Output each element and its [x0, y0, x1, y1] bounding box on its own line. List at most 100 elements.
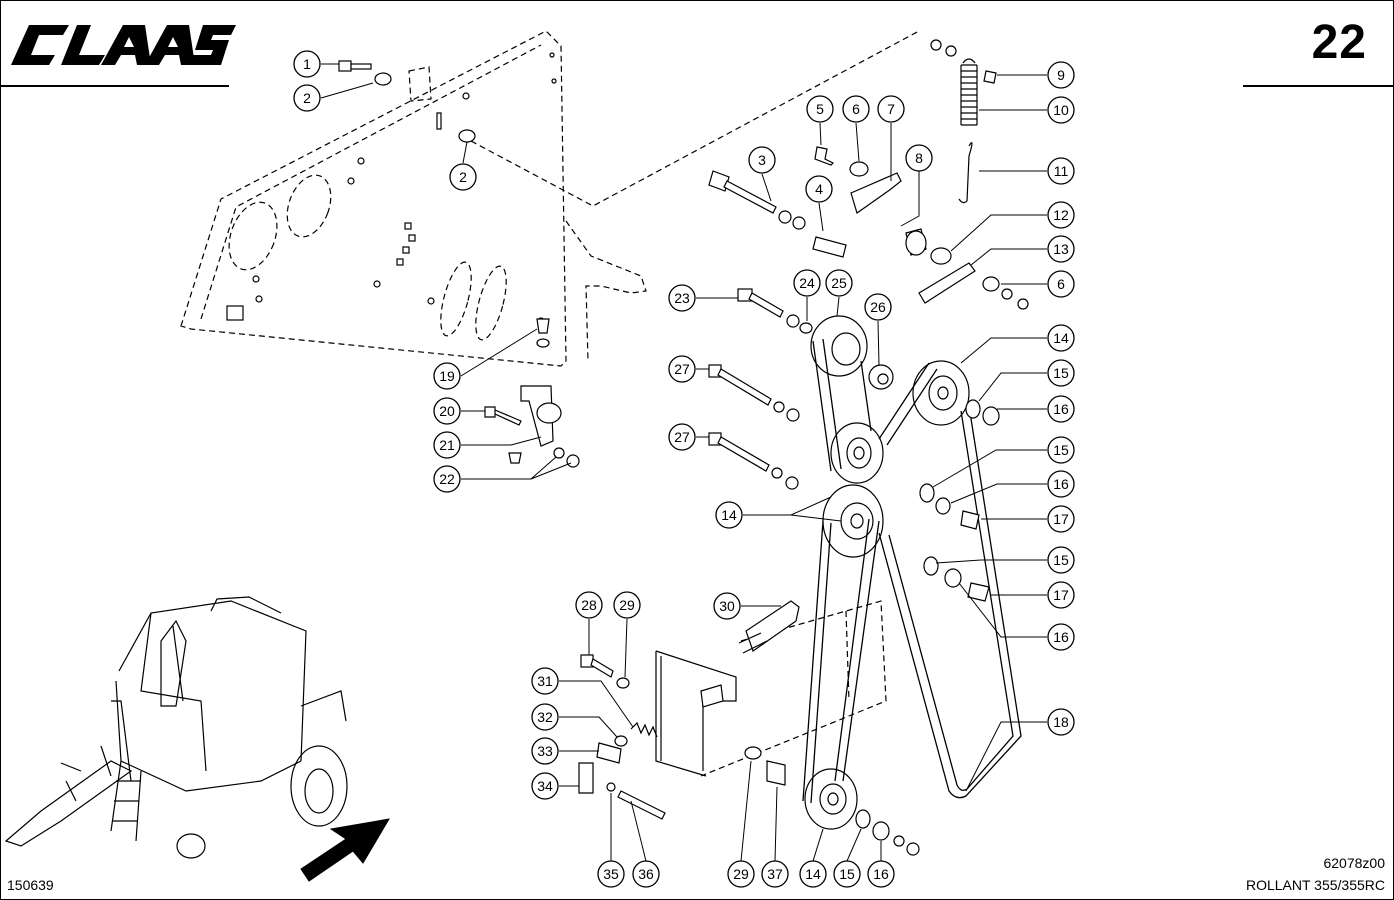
washer-32 [614, 735, 628, 747]
callout-16a: 16 [1047, 395, 1075, 423]
bolt-27a [708, 364, 800, 422]
washer-2b [458, 129, 476, 143]
ring-16a [982, 406, 1000, 426]
svg-text:27: 27 [674, 361, 690, 377]
callout-2b: 2 [449, 163, 477, 191]
callout-29b: 29 [727, 860, 755, 888]
pin-11 [958, 142, 973, 204]
callout-1: 1 [293, 50, 321, 78]
callout-27a: 27 [668, 355, 696, 383]
bolt-28 [580, 654, 630, 689]
callout-18: 18 [1047, 708, 1075, 736]
svg-text:35: 35 [603, 866, 619, 882]
callout-32: 32 [531, 703, 559, 731]
svg-text:14: 14 [1053, 330, 1069, 346]
svg-text:11: 11 [1054, 163, 1069, 179]
callout-11: 11 [1047, 157, 1075, 185]
bolt-1 [338, 60, 372, 72]
washer-29b [744, 746, 762, 760]
callout-31: 31 [531, 667, 559, 695]
sleeve-17b [967, 582, 990, 602]
bearing-15b [919, 483, 935, 503]
svg-text:4: 4 [815, 181, 823, 197]
callout-12: 12 [1047, 201, 1075, 229]
svg-text:28: 28 [581, 597, 597, 613]
mounting-bracket [655, 600, 887, 777]
callout-14b: 14 [715, 501, 743, 529]
svg-text:7: 7 [887, 101, 895, 117]
svg-text:15: 15 [839, 866, 855, 882]
callout-4: 4 [805, 175, 833, 203]
claas-logo [11, 19, 236, 71]
callout-15b: 15 [1047, 436, 1075, 464]
clip-34 [578, 762, 594, 794]
pulley-14c [822, 484, 884, 558]
callout-29a: 29 [613, 591, 641, 619]
callout-9: 9 [1047, 61, 1075, 89]
svg-text:33: 33 [537, 743, 553, 759]
callout-26: 26 [864, 293, 892, 321]
svg-text:14: 14 [721, 507, 737, 523]
svg-text:20: 20 [439, 403, 455, 419]
svg-text:9: 9 [1057, 67, 1065, 83]
page-number: 22 [1311, 16, 1367, 69]
svg-text:29: 29 [619, 597, 635, 613]
svg-text:22: 22 [439, 471, 455, 487]
svg-text:21: 21 [439, 437, 455, 453]
bracket-30 [745, 600, 800, 652]
svg-text:27: 27 [674, 429, 690, 445]
callout-15c: 15 [1047, 546, 1075, 574]
document-number: 150639 [7, 877, 54, 893]
svg-text:30: 30 [719, 598, 735, 614]
callout-21: 21 [433, 431, 461, 459]
callout-13: 13 [1047, 235, 1075, 263]
svg-text:26: 26 [870, 299, 886, 315]
svg-text:6: 6 [852, 101, 860, 117]
pulley-14d [804, 768, 858, 830]
svg-text:16: 16 [1053, 476, 1069, 492]
pulley-14b [830, 422, 884, 484]
svg-text:34: 34 [537, 778, 553, 794]
callout-5: 5 [806, 95, 834, 123]
sleeve-17a [960, 510, 980, 530]
callout-6b: 6 [1047, 270, 1075, 298]
callout-20: 20 [433, 397, 461, 425]
bolt-20 [484, 406, 522, 426]
belt-upper [812, 338, 938, 472]
callout-17b: 17 [1047, 581, 1075, 609]
baler-overview-illustration [4, 596, 348, 859]
spring-31 [630, 721, 658, 738]
callout-2a: 2 [293, 84, 321, 112]
sleeve-4 [812, 236, 847, 258]
header-rule-left [1, 85, 229, 87]
svg-text:14: 14 [805, 866, 821, 882]
svg-text:2: 2 [459, 169, 467, 185]
callout-15a: 15 [1047, 359, 1075, 387]
svg-text:25: 25 [831, 275, 847, 291]
callout-36: 36 [632, 860, 660, 888]
plate-33 [596, 742, 622, 764]
callout-10: 10 [1047, 96, 1075, 124]
dashed-link-line [470, 30, 920, 207]
callout-16c: 16 [1047, 623, 1075, 651]
callout-14c: 14 [799, 860, 827, 888]
svg-text:16: 16 [1053, 401, 1069, 417]
callout-22: 22 [433, 465, 461, 493]
washer-12 [930, 247, 952, 265]
callout-23: 23 [668, 284, 696, 312]
svg-text:36: 36 [638, 866, 654, 882]
direction-arrow-icon [300, 818, 390, 882]
svg-text:16: 16 [1053, 629, 1069, 645]
callout-15d: 15 [833, 860, 861, 888]
model-name: ROLLANT 355/355RC [1245, 877, 1385, 893]
ring-16b [935, 497, 951, 515]
callout-33: 33 [531, 737, 559, 765]
svg-text:16: 16 [873, 866, 889, 882]
svg-text:2: 2 [303, 90, 311, 106]
bolt-3 [708, 170, 777, 214]
svg-text:31: 31 [537, 673, 553, 689]
bearing-15c [923, 556, 939, 576]
belt-long [802, 518, 880, 804]
svg-text:3: 3 [758, 152, 766, 168]
